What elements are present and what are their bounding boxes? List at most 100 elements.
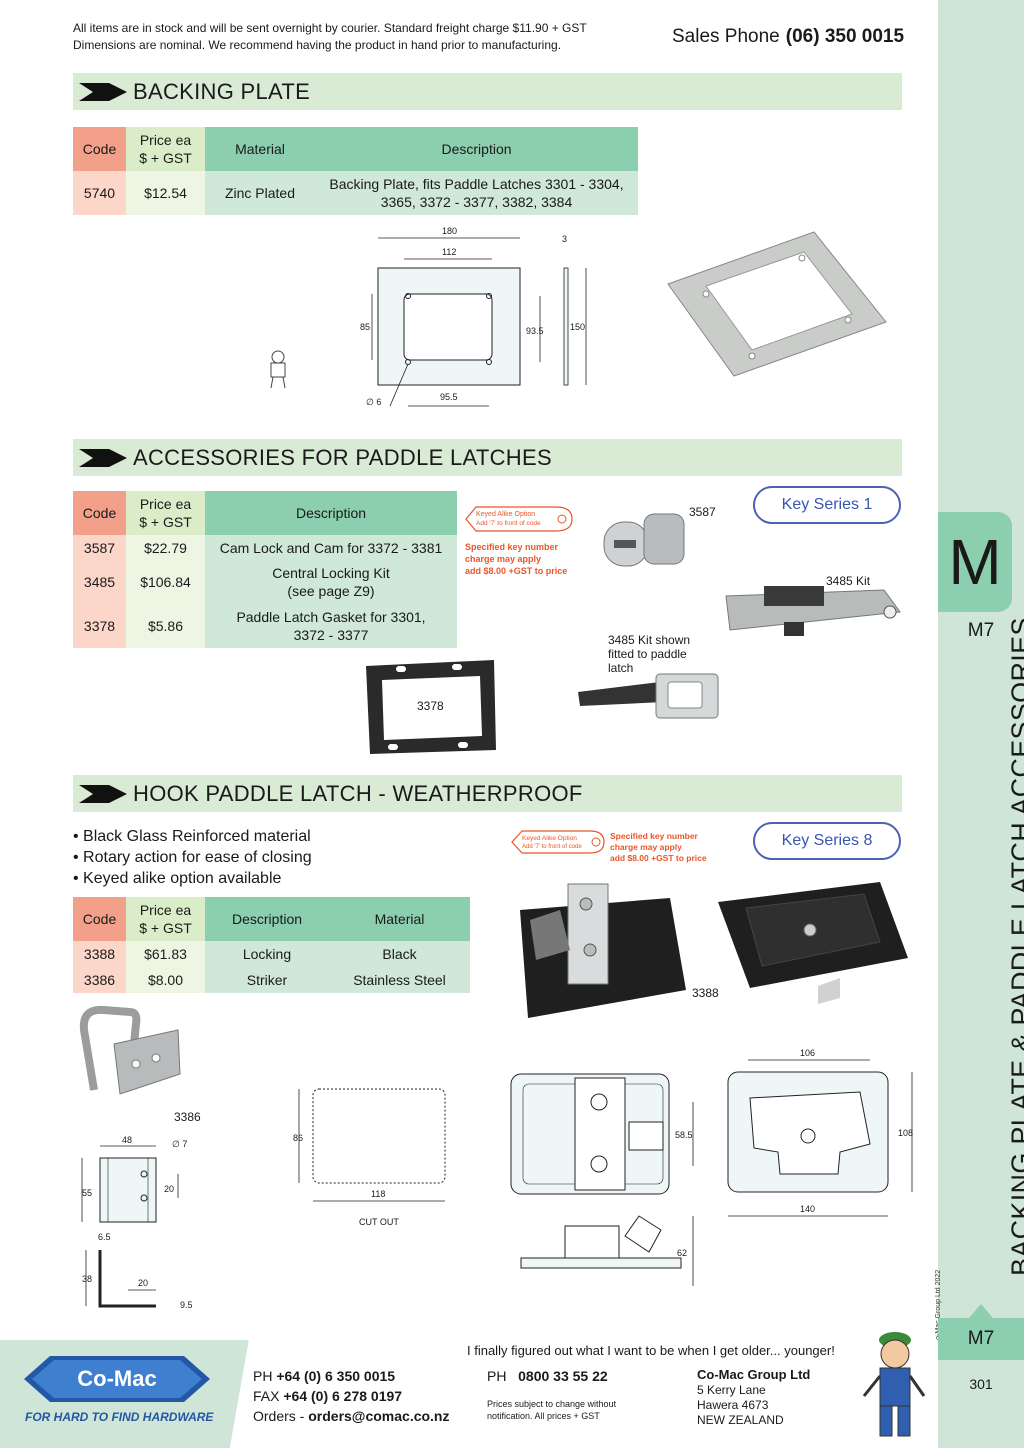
section-letter-tab[interactable]: M <box>938 512 1012 612</box>
fax-number[interactable]: +64 (0) 6 278 0197 <box>283 1388 403 1404</box>
vertical-section-title: BACKING PLATE & PADDLE LATCH ACCESSORIES <box>1006 617 1024 1276</box>
table-row: 3378 $5.86 Paddle Latch Gasket for 3301,… <box>73 604 457 648</box>
latch-front-drawing: 106 108 140 <box>727 1048 913 1217</box>
keyed-tag-line1: Keyed Alike Option <box>522 835 577 842</box>
dim-striker-20b: 20 <box>138 1278 148 1288</box>
phone-line: PH +64 (0) 6 350 0015 <box>253 1368 395 1384</box>
cam-lock-photo <box>603 513 685 567</box>
dim-outer-height: 150 <box>570 322 585 332</box>
keyed-tag-line1: Keyed Alike Option <box>476 511 535 518</box>
dim-striker-20a: 20 <box>164 1184 174 1194</box>
stock-notice: All items are in stock and will be sent … <box>73 20 587 54</box>
cell-price: $12.54 <box>126 171 205 215</box>
orders-label: Orders - <box>253 1408 305 1424</box>
comac-logo[interactable]: Co-Mac <box>24 1352 210 1406</box>
cell-price: $8.00 <box>126 967 205 993</box>
col-header-price: Price ea$ + GST <box>126 897 205 941</box>
label-cutout: CUT OUT <box>359 1217 399 1227</box>
keyed-tag-line2: Add '7' to front of code <box>522 844 582 850</box>
address-line2: Hawera 4673 <box>697 1398 769 1412</box>
description-line1: Backing Plate, fits Paddle Latches 3301 … <box>329 176 624 192</box>
col-header-code: Code <box>73 897 126 941</box>
table-row: 3587 $22.79 Cam Lock and Cam for 3372 - … <box>73 535 457 560</box>
latch-technical-drawing: 58.5 62 <box>510 1073 694 1286</box>
sales-phone-number[interactable]: (06) 350 0015 <box>785 26 905 47</box>
table-row: 3388 $61.83 Locking Black <box>73 941 470 967</box>
dim-hole-height: 93.5 <box>526 326 544 336</box>
dim-front-108: 108 <box>898 1128 913 1138</box>
col-header-material: Material <box>205 127 315 171</box>
list-item: • Black Glass Reinforced material <box>73 828 311 845</box>
phone-label: PH <box>253 1368 273 1384</box>
hook-latch-closed-photo <box>718 882 908 1004</box>
price-disclaimer: Prices subject to change without notific… <box>487 1398 616 1422</box>
footer-slogan: I finally figured out what I want to be … <box>467 1343 835 1358</box>
orders-line: Orders - orders@comac.co.nz <box>253 1408 450 1424</box>
price-header-line2: $ + GST <box>139 920 192 936</box>
section-arrow-icon <box>79 448 127 467</box>
orders-email-link[interactable]: orders@comac.co.nz <box>308 1408 450 1424</box>
col-header-code: Code <box>73 127 126 171</box>
label-fitted-line3: latch <box>608 661 634 675</box>
dim-cut-height: 86 <box>293 1133 303 1143</box>
cell-material: Black <box>329 941 470 967</box>
cell-code: 3587 <box>73 535 126 560</box>
dim-striker-height: 55 <box>82 1188 92 1198</box>
notice-line-2: Dimensions are nominal. We recommend hav… <box>73 38 562 52</box>
cell-price: $5.86 <box>126 604 205 648</box>
label-3587: 3587 <box>689 505 716 519</box>
freephone-number[interactable]: 0800 33 55 22 <box>518 1368 608 1384</box>
section-letter: M <box>948 526 1002 598</box>
key-series-8-badge[interactable]: Key Series 8 <box>753 822 901 860</box>
key-series-1-badge[interactable]: Key Series 1 <box>753 486 901 524</box>
cell-description: Paddle Latch Gasket for 3301,3372 - 3377 <box>205 604 457 648</box>
striker-drawing: 48 ∅ 7 55 20 6.5 38 20 9.5 <box>81 1135 193 1310</box>
table-row: 3485 $106.84 Central Locking Kit(see pag… <box>73 560 457 604</box>
key-note-line2: charge may apply <box>610 842 682 852</box>
section-arrow-icon <box>79 784 127 803</box>
gasket-photo <box>366 660 496 754</box>
sales-phone-label: Sales Phone <box>672 26 780 47</box>
key-note-line2: charge may apply <box>465 554 542 564</box>
cell-description: Locking <box>205 941 329 967</box>
company-name: Co-Mac Group Ltd <box>697 1367 811 1382</box>
dim-front-140: 140 <box>800 1204 815 1214</box>
key-note-line1: Specified key number <box>610 831 698 841</box>
dim-cut-width: 118 <box>371 1189 385 1199</box>
dim-hole-spacing: 95.5 <box>440 392 458 402</box>
price-header-line2: $ + GST <box>139 514 192 530</box>
dim-latch-585: 58.5 <box>675 1130 693 1140</box>
address-line3: NEW ZEALAND <box>697 1413 784 1427</box>
list-item: • Keyed alike option available <box>73 870 282 887</box>
backing-plate-drawing: 180 112 85 93.5 95.5 ∅ 6 3 150 <box>360 226 587 407</box>
dim-striker-65: 6.5 <box>98 1232 111 1242</box>
company-address: Co-Mac Group Ltd 5 Kerry Lane Hawera 467… <box>697 1367 810 1428</box>
backing-plate-photo <box>667 231 887 377</box>
dim-thickness: 3 <box>562 234 567 244</box>
cell-code: 3485 <box>73 560 126 604</box>
col-header-material: Material <box>329 897 470 941</box>
phone-number[interactable]: +64 (0) 6 350 0015 <box>276 1368 396 1384</box>
label-3378: 3378 <box>417 699 444 713</box>
col-header-price: Price ea$ + GST <box>126 491 205 535</box>
list-item: • Rotary action for ease of closing <box>73 849 312 866</box>
cell-material: Stainless Steel <box>329 967 470 993</box>
cell-code: 5740 <box>73 171 126 215</box>
mascot-icon <box>862 1332 926 1437</box>
freephone-line: PH 0800 33 55 22 <box>487 1368 608 1384</box>
col-header-description: Description <box>205 491 457 535</box>
cell-description: Central Locking Kit(see page Z9) <box>205 560 457 604</box>
description-line1: Paddle Latch Gasket for 3301, <box>236 609 426 625</box>
dim-striker-95: 9.5 <box>180 1300 193 1310</box>
cell-price: $61.83 <box>126 941 205 967</box>
logo-tagline: FOR HARD TO FIND HARDWARE <box>25 1410 214 1424</box>
cell-code: 3388 <box>73 941 126 967</box>
label-3386: 3386 <box>174 1110 201 1124</box>
label-fitted-line1: 3485 Kit shown <box>608 633 691 647</box>
section-title: ACCESSORIES FOR PADDLE LATCHES <box>133 444 552 470</box>
label-fitted-line2: fitted to paddle <box>608 647 687 661</box>
key-note-line1: Specified key number <box>465 542 559 552</box>
label-3485-kit: 3485 Kit <box>826 574 871 588</box>
cell-code: 3386 <box>73 967 126 993</box>
bottom-section-tab[interactable]: M7 <box>938 1304 1024 1360</box>
